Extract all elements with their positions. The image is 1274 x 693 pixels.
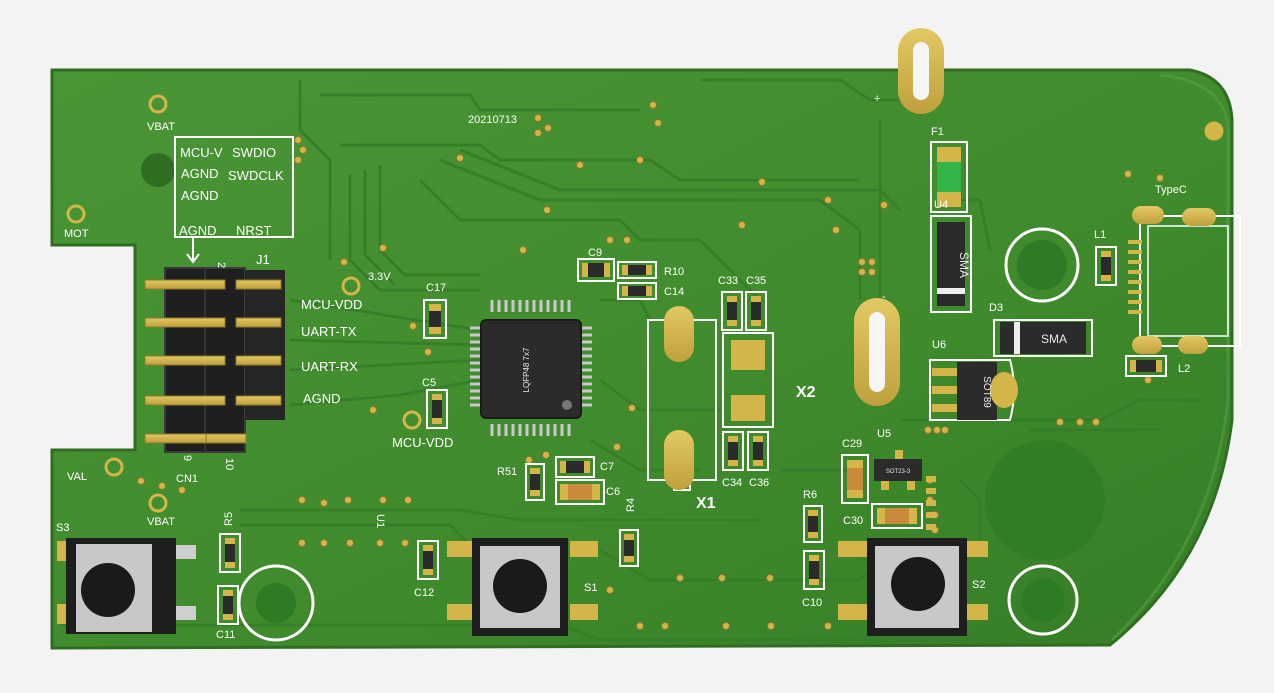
r4-label: R4 xyxy=(625,498,637,512)
c33-label: C33 xyxy=(718,275,738,287)
c34-label: C34 xyxy=(722,477,742,489)
c36-label: C36 xyxy=(749,477,769,489)
pin-header-j1: 2 J1 10 9 CN1 xyxy=(144,252,285,485)
mcu-lqfp48: LQFP48 7x7 U1 xyxy=(374,300,592,528)
button-s3[interactable]: S3 xyxy=(56,522,196,634)
r51-label: R51 xyxy=(497,466,517,478)
pin-label-agnd: AGND xyxy=(303,391,341,406)
u6-package: SOT89 xyxy=(981,376,992,408)
c30-label: C30 xyxy=(843,515,863,527)
test-points xyxy=(66,94,1224,513)
smd-components: C17 C5 C9 R10 C14 C33 C35 C34 C36 C7 xyxy=(216,126,1190,641)
copper-traces xyxy=(60,78,1200,642)
c35-label: C35 xyxy=(746,275,766,287)
vias xyxy=(137,101,1164,630)
diode-d3: SMA D3 xyxy=(989,302,1093,357)
pin-10-label: 10 xyxy=(223,458,235,470)
f1-label: F1 xyxy=(931,126,944,138)
j1-ref: J1 xyxy=(256,252,270,267)
hdr-agnd-1: AGND xyxy=(181,166,219,181)
r6-label: R6 xyxy=(803,489,817,501)
d3-label: D3 xyxy=(989,302,1003,314)
cn1-label: CN1 xyxy=(176,473,198,485)
battery-slots: + - xyxy=(854,28,944,406)
button-s2[interactable]: S2 xyxy=(838,538,988,636)
u5-label: U5 xyxy=(877,428,891,440)
s3-label: S3 xyxy=(56,522,69,534)
hdr-agnd-3: AGND xyxy=(179,223,217,238)
pin-9-label: 9 xyxy=(181,455,193,461)
l2-label: L2 xyxy=(1178,363,1190,375)
diode-u4: SMA U4 xyxy=(930,199,972,313)
hdr-swdio: SWDIO xyxy=(232,145,276,160)
c11-label: C11 xyxy=(216,629,235,641)
pin-label-uart-rx: UART-RX xyxy=(301,359,358,374)
tp-vbat-bottom: VBAT xyxy=(147,516,175,528)
battery-plus-label: + xyxy=(874,93,880,105)
c10-label: C10 xyxy=(802,597,822,609)
button-s1[interactable]: S1 xyxy=(447,538,598,636)
header-label-box: MCU-V SWDIO AGND SWDCLK AGND AGND NRST xyxy=(174,136,294,264)
pin-2-label: 2 xyxy=(215,262,227,268)
s1-label: S1 xyxy=(584,582,597,594)
tp-val: VAL xyxy=(67,471,87,483)
hdr-swdclk: SWDCLK xyxy=(228,168,284,183)
usb-typec-connector: TypeC xyxy=(1128,184,1241,354)
hdr-agnd-2: AGND xyxy=(181,188,219,203)
u1-ref: U1 xyxy=(374,514,386,528)
u5-package: SOT23-3 xyxy=(886,469,911,475)
tp-mot: MOT xyxy=(64,228,89,240)
crystal-x1: X1 xyxy=(647,306,717,512)
regulator-u6: SOT89 U6 xyxy=(929,339,1018,421)
crystal-x2: X2 xyxy=(722,332,816,428)
d3-package: SMA xyxy=(1041,332,1067,346)
u4-label: U4 xyxy=(934,199,948,211)
hdr-nrst: NRST xyxy=(236,223,271,238)
s2-label: S2 xyxy=(972,579,985,591)
hdr-mcu-v: MCU-V xyxy=(180,145,223,160)
c5-label: C5 xyxy=(422,377,436,389)
typec-label: TypeC xyxy=(1155,184,1187,196)
c6-label: C6 xyxy=(606,486,620,498)
c14-label: C14 xyxy=(664,286,684,298)
regulator-u5: SOT23-3 U5 xyxy=(874,428,922,490)
tp-vbat-top: VBAT xyxy=(147,121,175,133)
c29-label: C29 xyxy=(842,438,862,450)
u6-label: U6 xyxy=(932,339,946,351)
r5-label: R5 xyxy=(223,512,235,526)
pin-label-mcu-vdd: MCU-VDD xyxy=(301,297,362,312)
c12-label: C12 xyxy=(414,587,434,599)
r10-label: R10 xyxy=(664,266,684,278)
x2-label: X2 xyxy=(796,384,816,401)
c17-label: C17 xyxy=(426,282,446,294)
x1-label: X1 xyxy=(696,495,716,512)
date-code: 20210713 xyxy=(468,114,517,126)
c7-label: C7 xyxy=(600,461,614,473)
l1-label: L1 xyxy=(1094,229,1106,241)
tp-33v: 3.3V xyxy=(368,271,391,283)
tp-mcu-vdd: MCU-VDD xyxy=(392,435,453,450)
mcu-package: LQFP48 7x7 xyxy=(522,347,531,392)
c9-label: C9 xyxy=(588,247,602,259)
misc-pads xyxy=(926,476,936,530)
pin-label-uart-tx: UART-TX xyxy=(301,324,357,339)
battery-minus-label: - xyxy=(882,291,886,303)
u4-package: SMA xyxy=(957,252,971,278)
mounting-holes xyxy=(141,153,1105,642)
